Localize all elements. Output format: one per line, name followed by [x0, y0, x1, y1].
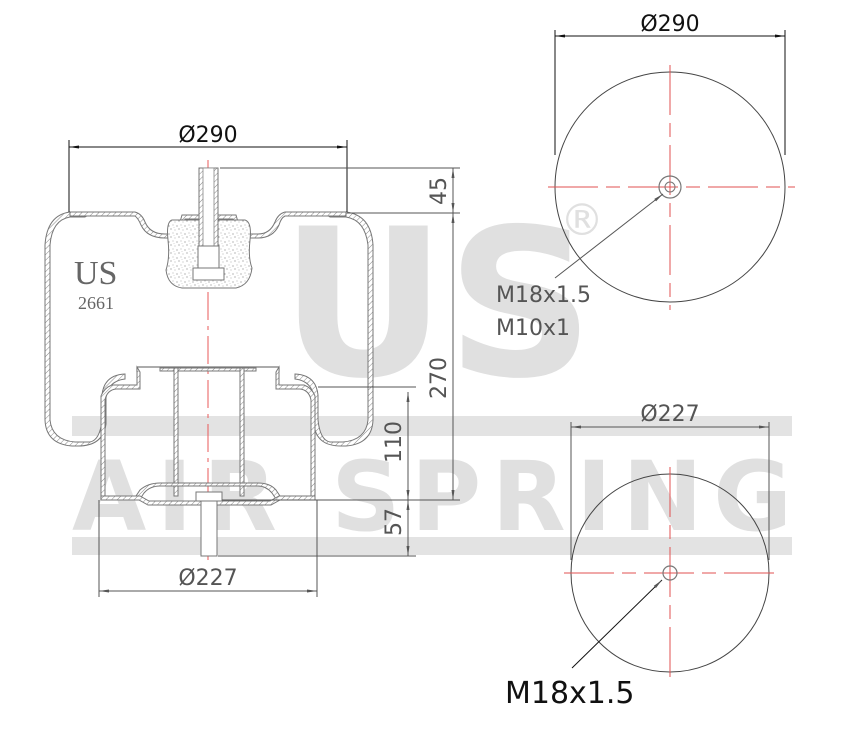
dim-label-110: 110: [382, 421, 407, 463]
dim-label-45: 45: [427, 177, 452, 205]
top-view-air-fitting-inner: [664, 181, 676, 193]
side-view: US 2661 Ø290 45 270 110 57 Ø227: [44, 123, 460, 597]
bottom-mounting-stud: [200, 500, 218, 557]
watermark-banner-top-bar: [72, 416, 792, 436]
piston-inner-tube-right: [239, 367, 245, 497]
dim-label-bottom-diameter: Ø227: [178, 566, 237, 591]
bellows-right-wall: [294, 211, 374, 447]
top-stud-bore: [202, 167, 215, 247]
top-view-leader-line: [554, 193, 664, 279]
top-view-thread-callout-1: M18x1.5: [496, 283, 591, 308]
watermark-us-text: US: [280, 186, 594, 424]
watermark: US ® AIR SPRING: [72, 186, 792, 555]
bottom-view-thread-callout: M18x1.5: [505, 676, 635, 711]
piston-top-cap: [159, 367, 257, 372]
top-nut: [197, 245, 220, 269]
top-view-thread-callout-2: M10x1: [496, 316, 570, 341]
watermark-banner-bottom-bar: [72, 537, 792, 555]
bellows-left-wall: [44, 211, 126, 447]
bottom-view-diameter-label: Ø227: [640, 402, 699, 427]
top-view-diameter-label: Ø290: [640, 12, 699, 37]
top-view: M18x1.5 M10x1 Ø290: [496, 12, 795, 341]
piston-inner-tube-left: [173, 367, 179, 497]
top-nut-flange: [192, 267, 225, 281]
watermark-registered-mark: ®: [560, 195, 604, 246]
watermark-air-spring-text: AIR SPRING: [72, 441, 792, 553]
bottom-view-stud-hole: [662, 565, 678, 581]
bottom-view: M18x1.5 Ø227: [505, 402, 777, 711]
bottom-view-leader-line: [571, 579, 663, 669]
logo-brand: US: [74, 255, 117, 292]
logo-part-number: 2661: [78, 293, 114, 313]
dim-label-270: 270: [427, 357, 452, 399]
dim-label-top-diameter: Ø290: [178, 123, 237, 148]
bottom-stud-head: [195, 491, 223, 502]
dim-label-57: 57: [382, 508, 407, 536]
top-view-air-fitting-outer: [658, 175, 682, 199]
